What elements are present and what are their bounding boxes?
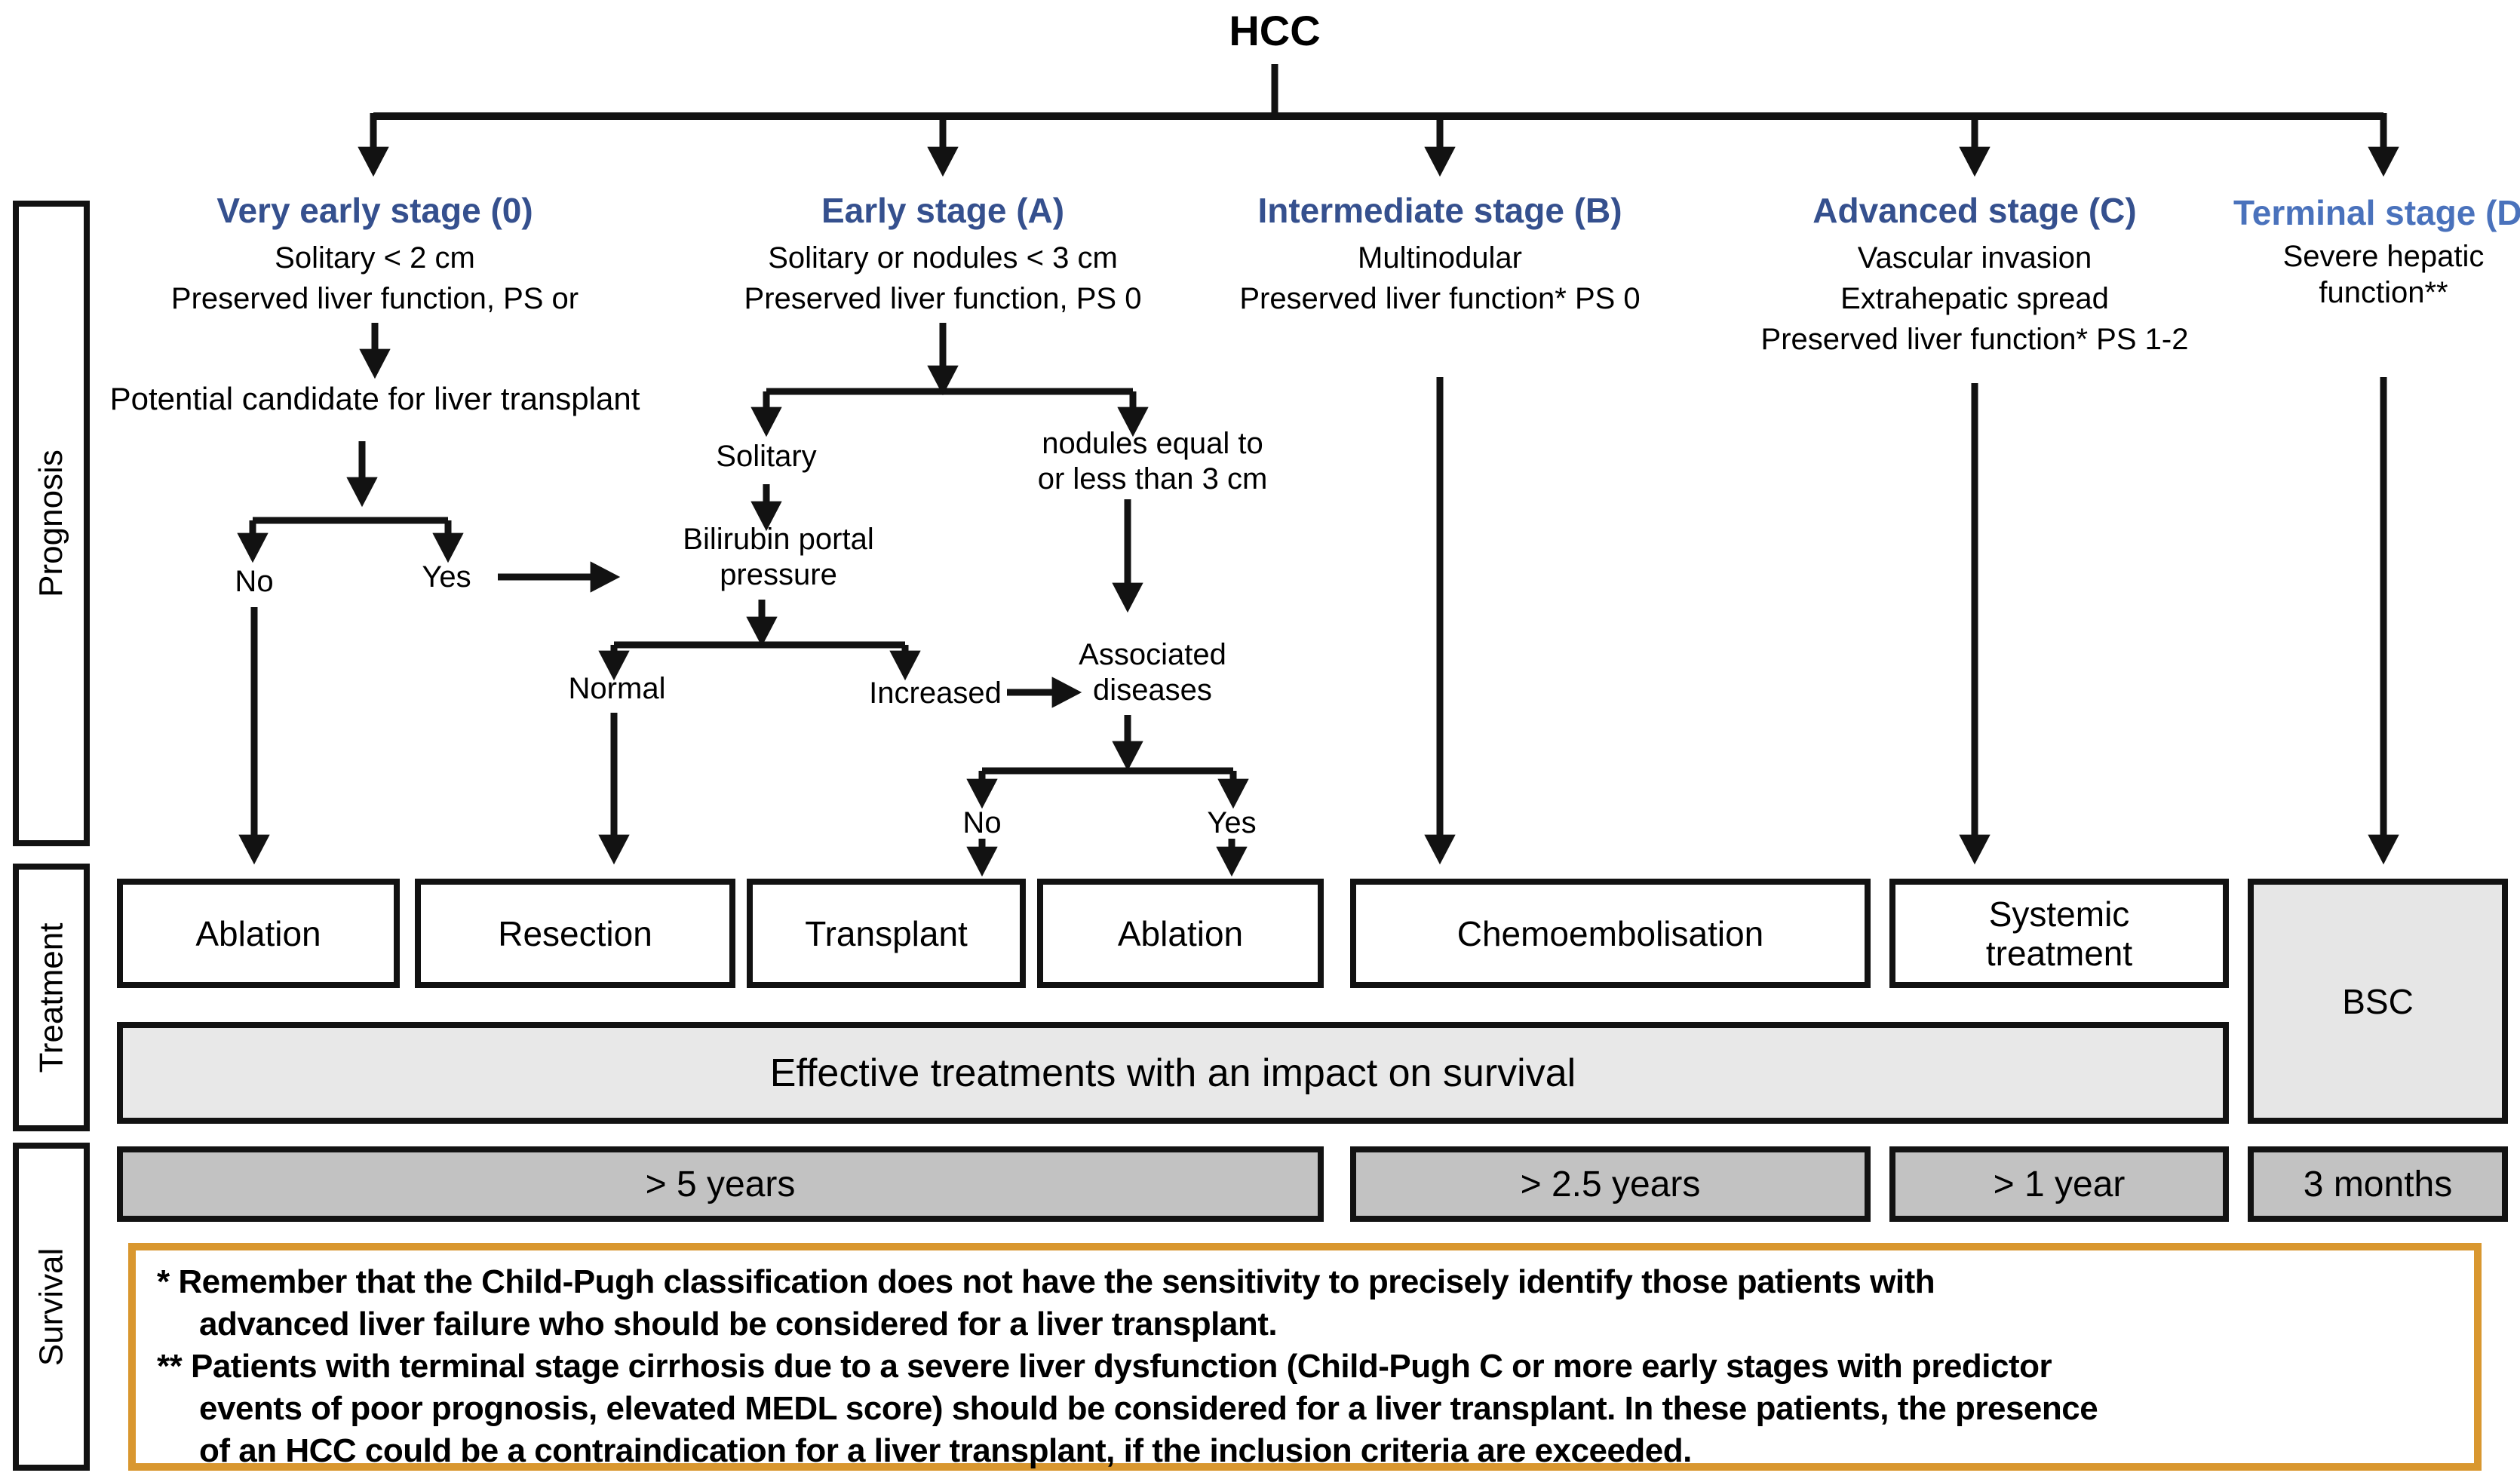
- node-increased: Increased: [869, 677, 1002, 710]
- node-no-1: No: [235, 565, 274, 598]
- stage-title-advanced: Advanced stage (C): [1812, 191, 2137, 230]
- footnote-box: * Remember that the Child-Pugh classific…: [128, 1243, 2482, 1471]
- treatment-box-bsc: BSC: [2248, 879, 2508, 1124]
- treatment-box-resection: Resection: [415, 879, 735, 988]
- stage-title-intermediate: Intermediate stage (B): [1257, 191, 1622, 230]
- row-label-prognosis: Prognosis: [13, 201, 90, 846]
- stage-line: Solitary < 2 cm: [275, 241, 475, 275]
- footnote-line: advanced liver failure who should be con…: [199, 1306, 1278, 1342]
- treatment-box-chemoembolisation: Chemoembolisation: [1350, 879, 1871, 988]
- node-transplant-candidate: Potential candidate for liver transplant: [109, 381, 640, 416]
- node-yes-1: Yes: [422, 560, 471, 594]
- node-nodules: nodules equal to or less than 3 cm: [1037, 427, 1268, 496]
- row-label-treatment-text: Treatment: [32, 922, 70, 1072]
- stage-line: Preserved liver function* PS 1-2: [1760, 323, 2189, 356]
- treatment-box-ablation-1: Ablation: [117, 879, 400, 988]
- stage-title-early: Early stage (A): [821, 191, 1065, 230]
- row-label-treatment: Treatment: [13, 864, 90, 1131]
- node-bilirubin: Bilirubin portal pressure: [683, 523, 874, 591]
- node-yes-2: Yes: [1207, 806, 1257, 839]
- stage-line: Vascular invasion: [1857, 241, 2092, 275]
- node-associated-diseases: Associated diseases: [1079, 638, 1226, 707]
- node-solitary: Solitary: [716, 440, 817, 473]
- row-label-survival: Survival: [13, 1143, 90, 1471]
- stage-line: Multinodular: [1358, 241, 1522, 275]
- footnote-line: ** Patients with terminal stage cirrhosi…: [157, 1348, 2052, 1385]
- effective-treatments-bar: Effective treatments with an impact on s…: [117, 1022, 2229, 1124]
- stage-title-very-early: Very early stage (0): [216, 191, 533, 230]
- stage-line: Severe hepatic: [2282, 240, 2485, 273]
- node-no-2: No: [962, 806, 1002, 839]
- treatment-box-systemic: Systemic treatment: [1889, 879, 2229, 988]
- footnote-line: of an HCC could be a contraindication fo…: [199, 1432, 1692, 1469]
- survival-bar-5-years: > 5 years: [117, 1146, 1324, 1222]
- footnote-line: * Remember that the Child-Pugh classific…: [157, 1263, 1935, 1300]
- survival-bar-1-year: > 1 year: [1889, 1146, 2229, 1222]
- survival-bar-2-5-years: > 2.5 years: [1350, 1146, 1871, 1222]
- stage-line: Preserved liver function* PS 0: [1239, 282, 1641, 315]
- node-normal: Normal: [568, 672, 666, 705]
- row-label-survival-text: Survival: [32, 1247, 69, 1366]
- footnote-line: events of poor prognosis, elevated MEDL …: [199, 1390, 2098, 1427]
- survival-bar-3-months: 3 months: [2248, 1146, 2508, 1222]
- treatment-box-transplant: Transplant: [747, 879, 1026, 988]
- figure-title: HCC: [1229, 7, 1321, 54]
- stage-line: Preserved liver function, PS or: [170, 282, 579, 315]
- stage-line: Solitary or nodules < 3 cm: [768, 241, 1118, 275]
- stage-line: Preserved liver function, PS 0: [744, 282, 1142, 315]
- stage-title-terminal: Terminal stage (D): [2233, 193, 2520, 232]
- treatment-box-ablation-2: Ablation: [1037, 879, 1324, 988]
- stage-line: function**: [2319, 276, 2448, 309]
- row-label-prognosis-text: Prognosis: [32, 450, 70, 597]
- stage-line: Extrahepatic spread: [1840, 282, 2109, 315]
